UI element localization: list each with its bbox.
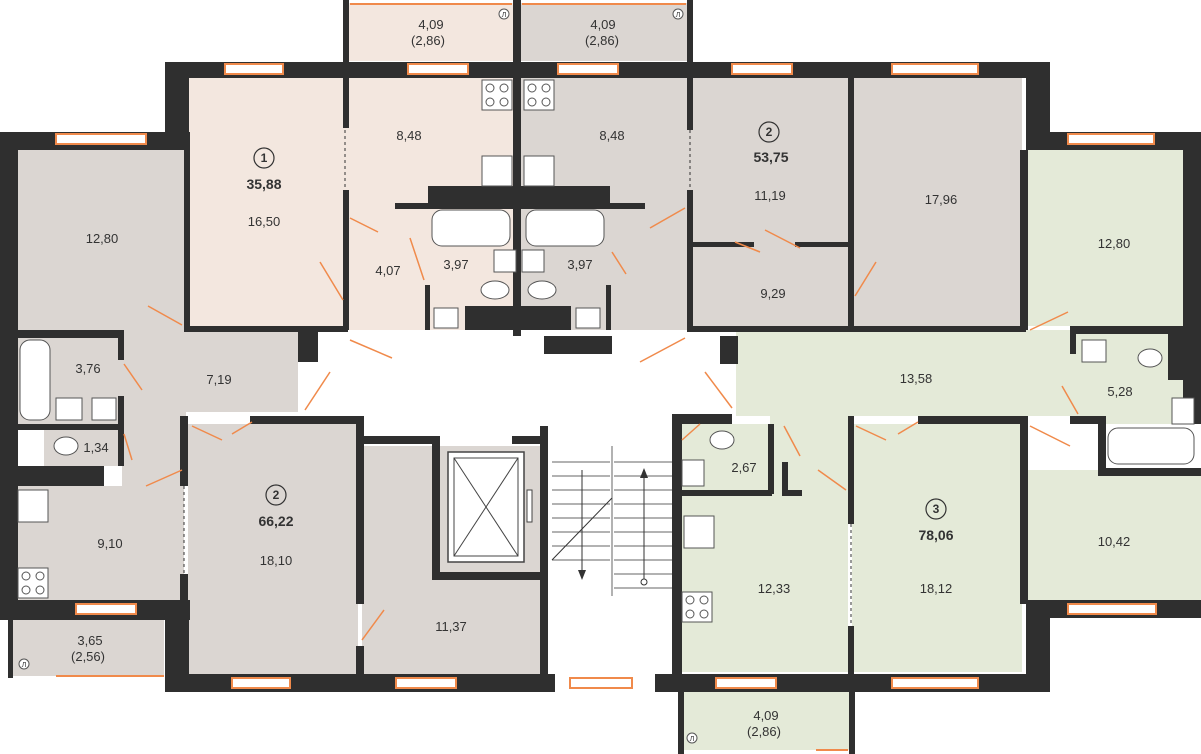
doors [123,130,1079,641]
room-label: 18,10 [260,553,293,568]
room-label: 1,34 [83,440,108,455]
balcony-bottom-center[interactable] [684,692,849,750]
room-label: 17,96 [925,192,958,207]
stove-icon [681,591,713,623]
washbasin-icon [55,397,83,421]
room-label: 18,12 [920,581,953,596]
apartment-area: 53,75 [753,149,788,165]
elevator [447,451,533,563]
room-label: 12,80 [86,231,119,246]
room-label: 5,28 [1107,384,1132,399]
washbasin-icon [1171,397,1195,425]
room-18-12[interactable] [852,424,1022,672]
stove-icon [523,79,555,111]
stove-icon [481,79,513,111]
fixtures [17,79,1195,623]
toilet-icon [53,436,79,456]
room-12-80-left[interactable] [18,150,184,330]
room-label: 7,19 [206,372,231,387]
balcony-mark-label: Л [676,12,681,19]
balcony-top-left[interactable] [348,3,513,61]
washer-icon [433,307,459,329]
balcony-mark-label: Л [690,736,695,743]
balcony-mark-label: Л [502,12,507,19]
balcony-top-left-reduced: (2,86) [411,33,445,48]
room-label: 12,33 [758,581,791,596]
washbasin-icon [681,459,705,487]
staircase [551,446,672,596]
room-hall-7-19[interactable] [120,330,298,412]
balcony-top-right[interactable] [520,3,688,61]
bathtub-icon [1107,427,1195,465]
room-11-19[interactable] [692,78,852,330]
balcony-top-right-area: 4,09 [590,17,615,32]
balcony-bottom-center-reduced: (2,86) [747,724,781,739]
apartment-area: 78,06 [918,527,953,543]
apartment-number: 2 [766,125,773,139]
toilet-icon [527,280,557,300]
room-label: 12,80 [1098,236,1131,251]
apartment-1-marker[interactable]: 1 35,88 [246,147,282,192]
room-label: 3,97 [443,257,468,272]
balcony-mark-label: Л [22,662,27,669]
washbasin-icon [521,249,545,273]
room-label: 16,50 [248,214,281,229]
balcony-top-right-reduced: (2,86) [585,33,619,48]
apartment-number: 1 [261,151,268,165]
apartment-number: 2 [273,488,280,502]
room-12-80-right[interactable] [1026,150,1201,326]
washbasin-icon [493,249,517,273]
room-18-10[interactable] [188,424,358,692]
bathtub-icon [525,209,605,247]
toilet-icon [1137,348,1163,368]
room-label: 13,58 [900,371,933,386]
bathtub-icon [19,339,51,421]
room-label: 10,42 [1098,534,1131,549]
room-label: 9,10 [97,536,122,551]
room-17-96[interactable] [852,78,1022,330]
room-label: 4,07 [375,263,400,278]
apartment-area: 66,22 [258,513,293,529]
room-label: 8,48 [599,128,624,143]
room-hall-left-lower[interactable] [122,412,186,486]
balcony-top-left-area: 4,09 [418,17,443,32]
toilet-icon [480,280,510,300]
room-label: 2,67 [731,460,756,475]
stove-icon [17,567,49,599]
room-hall-13-58[interactable] [736,330,1076,416]
windows [55,3,1157,751]
room-label: 3,97 [567,257,592,272]
toilet-icon [709,430,735,450]
apartment-2-top-marker[interactable]: 2 53,75 [753,121,789,165]
room-label: 3,76 [75,361,100,376]
washer-icon [91,397,117,421]
washer-icon [575,307,601,329]
balcony-marks: Л Л Л Л [18,8,698,744]
sink-icon [17,489,49,523]
balcony-bottom-left-area: 3,65 [77,633,102,648]
room-living-16-50[interactable] [188,78,345,330]
balcony-bottom-center-area: 4,09 [753,708,778,723]
sink-icon [523,155,555,187]
balcony-bottom-left[interactable] [12,620,164,676]
room-label: 11,19 [754,188,786,203]
sink-icon [683,515,715,549]
apartment-3-marker[interactable]: 3 78,06 [918,498,954,543]
room-label: 11,37 [435,619,467,634]
room-label: 9,29 [760,286,785,301]
sink-icon [481,155,513,187]
apartment-number: 3 [933,502,940,516]
room-label: 8,48 [396,128,421,143]
apartment-area: 35,88 [246,176,281,192]
balcony-bottom-left-reduced: (2,56) [71,649,105,664]
washer-icon [1081,339,1107,363]
bathtub-icon [431,209,511,247]
apartment-2-left-marker[interactable]: 2 66,22 [258,484,294,529]
room-10-42[interactable] [1026,470,1201,604]
